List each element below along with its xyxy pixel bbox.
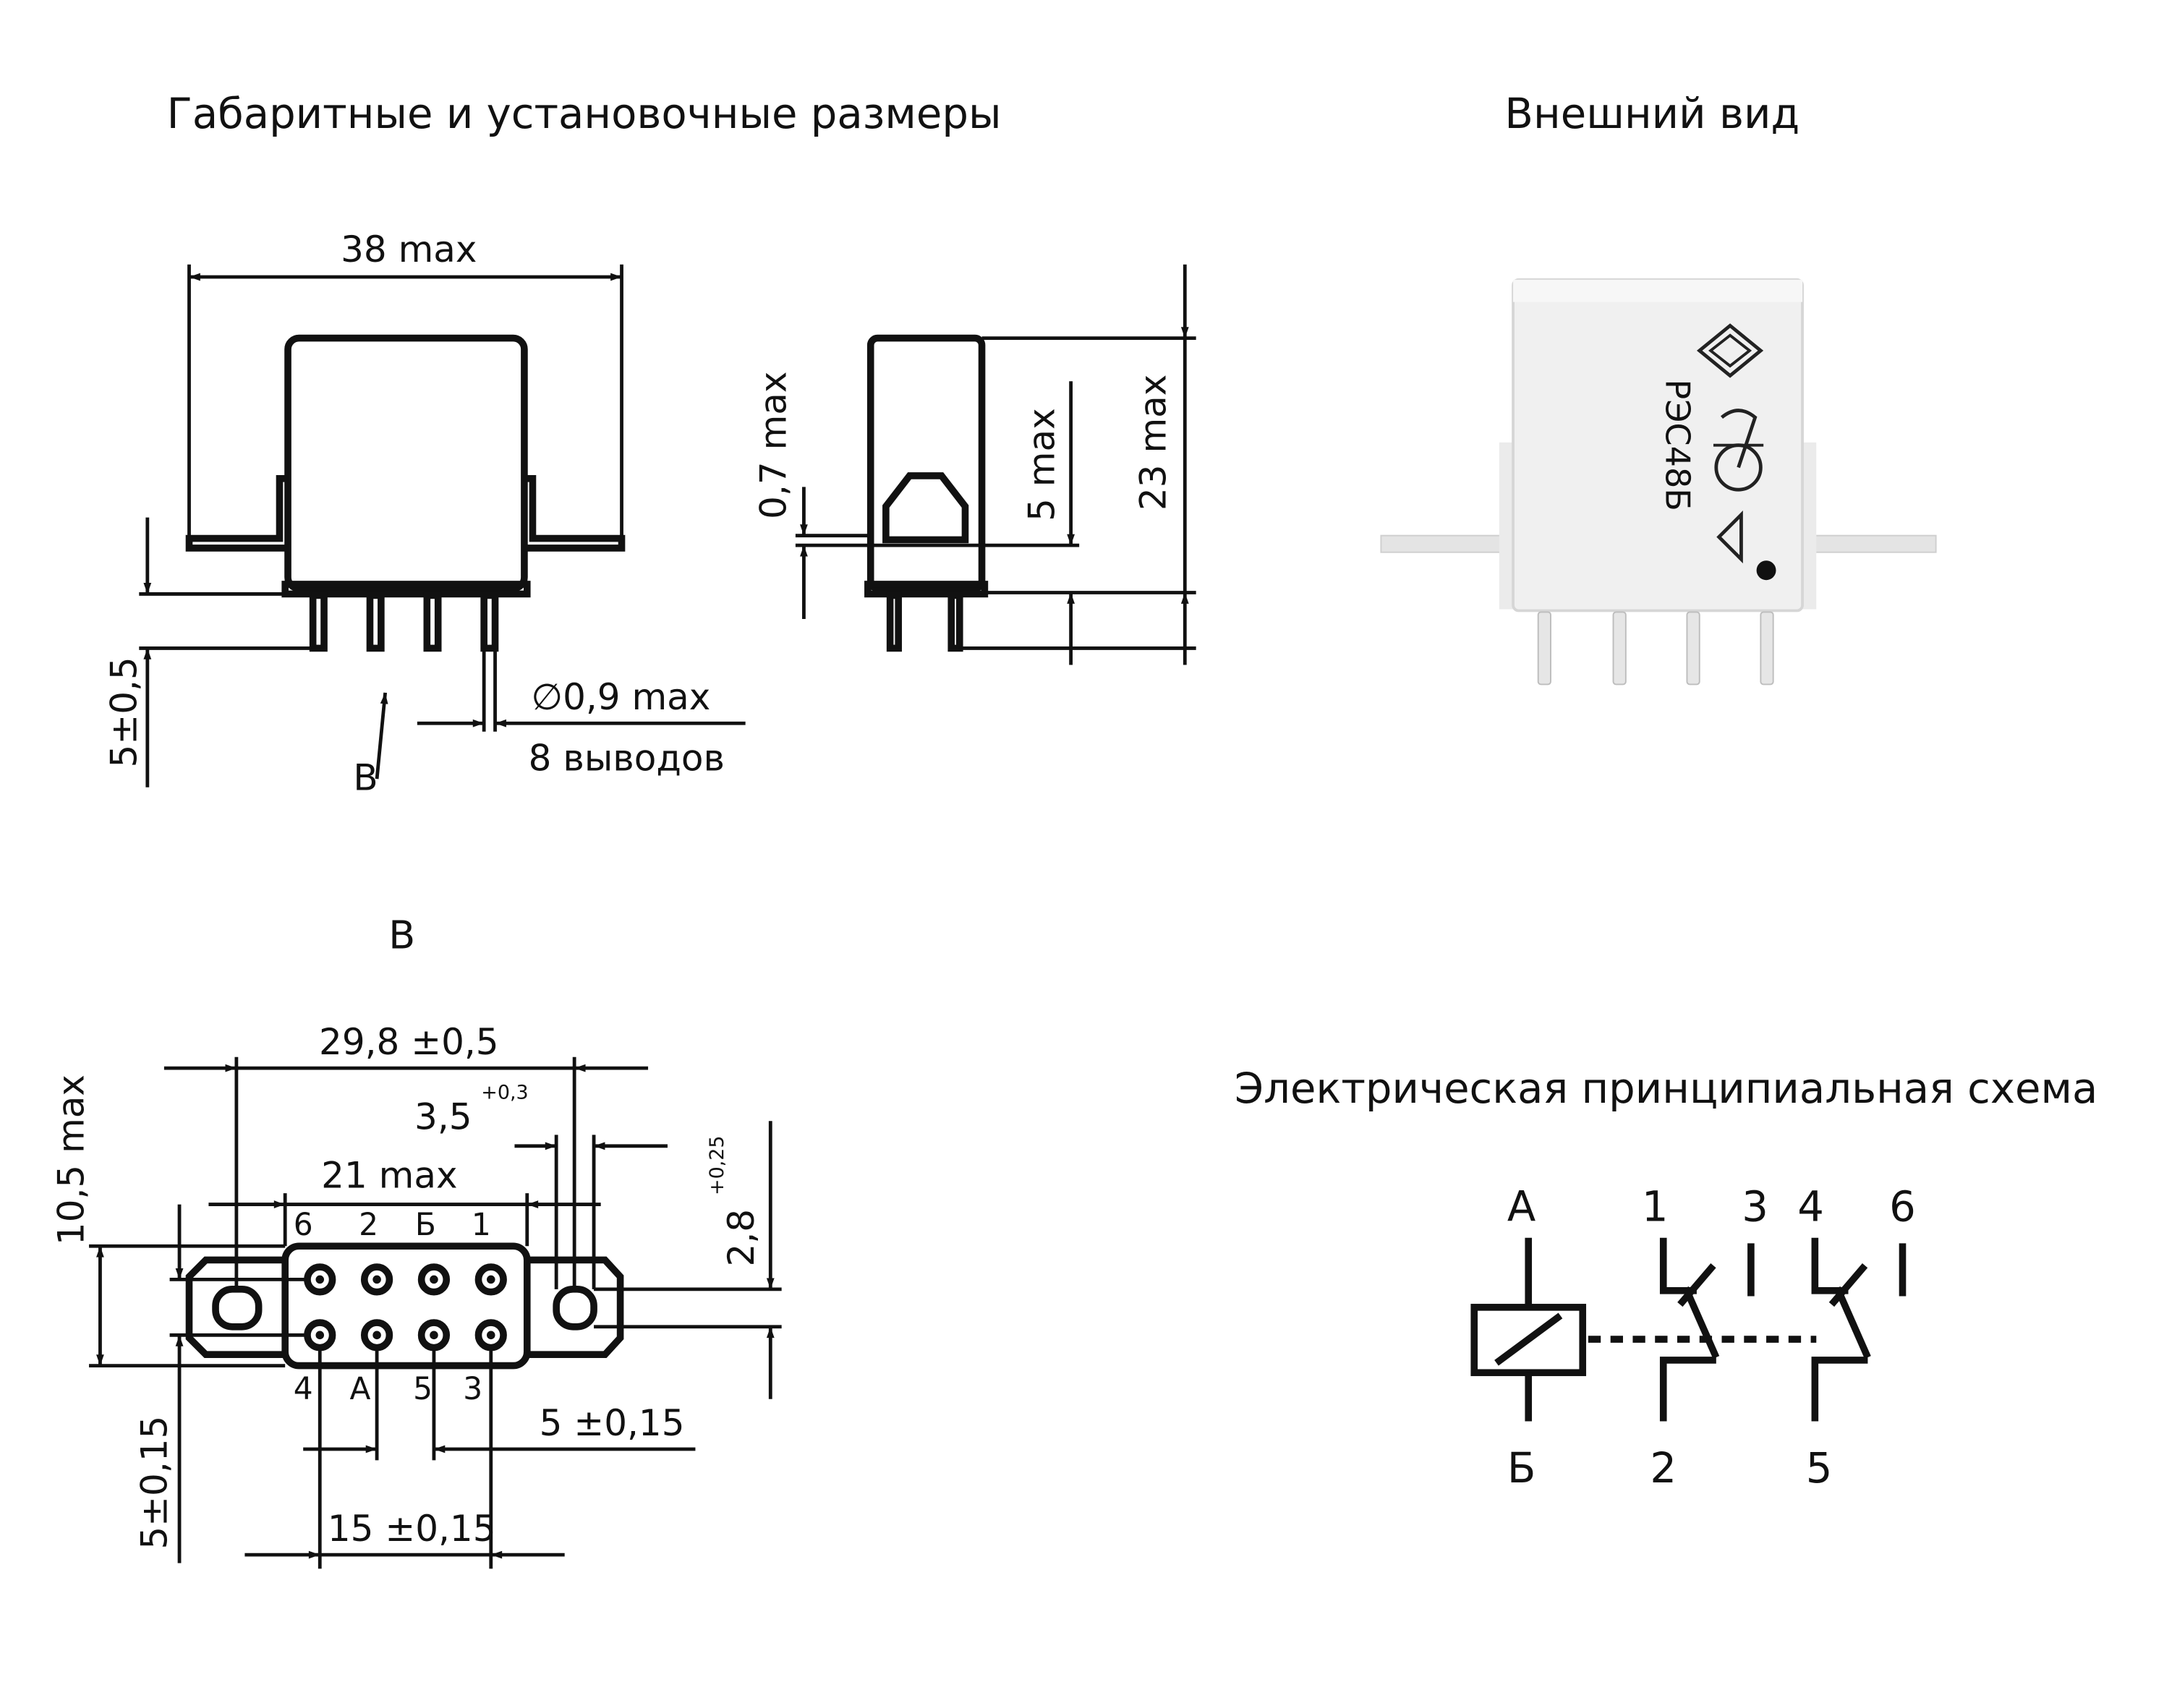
- coil-label-top: А: [1507, 1182, 1535, 1231]
- title-schematic: Электрическая принципиальная схема: [1235, 1064, 2097, 1113]
- key-dot-icon: [1756, 560, 1776, 581]
- pin-label: 4: [294, 1371, 313, 1406]
- dim-width: 38 max: [341, 229, 477, 270]
- dim-mount-span: 29,8 ±0,5: [319, 1021, 499, 1063]
- product-marking: РЭС48Б: [1658, 379, 1697, 511]
- pin-holes: [304, 1263, 507, 1352]
- contact-2-label: 2: [1650, 1443, 1677, 1493]
- front-view: 38 max 5±0,5 ∅0,9 max 8 выводов В: [103, 229, 746, 799]
- quality-logo-icon: [1713, 409, 1764, 492]
- title-appearance: Внешний вид: [1504, 89, 1799, 138]
- dim-pin-span: 15 ±0,15: [328, 1508, 496, 1550]
- dim-height: 23 max: [1132, 375, 1174, 511]
- view-arrow-label: В: [353, 757, 378, 799]
- contact-3-label: 3: [1742, 1182, 1768, 1231]
- dim-hole-offset: 3,5: [414, 1096, 472, 1138]
- pin-label: 3: [463, 1371, 482, 1406]
- dim-pin-length: 5±0,5: [103, 657, 145, 767]
- coil-label-bottom: Б: [1507, 1443, 1536, 1493]
- dim-pin-count: 8 выводов: [529, 738, 725, 780]
- side-view: 0,7 max 5 max 23 max: [752, 264, 1196, 665]
- dim-pin-pitch: 5 ±0,15: [540, 1402, 685, 1444]
- triangle-mark-icon: [1716, 511, 1743, 564]
- bottom-view-title: В: [388, 913, 415, 958]
- contact-4-label: 4: [1797, 1182, 1824, 1231]
- pin-label: Б: [415, 1207, 436, 1242]
- pin-label: 2: [359, 1207, 378, 1242]
- contact-group-1: 1 3 2: [1642, 1182, 1768, 1493]
- dim-row-offset: 5±0,15: [134, 1416, 176, 1550]
- dim-bracket: 5 max: [1021, 408, 1063, 521]
- dim-pin-diameter: ∅0,9 max: [532, 676, 711, 718]
- dim-total-height: 10,5 max: [50, 1075, 92, 1245]
- product-picture: РЭС48Б: [1380, 278, 1937, 686]
- dim-hole-dia: 2,8: [720, 1209, 762, 1266]
- contact-5-label: 5: [1806, 1443, 1833, 1493]
- pin-label: 1: [472, 1207, 491, 1242]
- pin-label: 6: [294, 1207, 313, 1242]
- contact-1-label: 1: [1642, 1182, 1669, 1231]
- bottom-view: В 6 2 Б 1 4 А 5 3 29,8: [50, 913, 782, 1569]
- contact-group-2: 4 6 5: [1797, 1182, 1916, 1493]
- diamond-mark-icon: [1696, 323, 1764, 378]
- dim-gap: 0,7 max: [752, 372, 794, 519]
- contact-6-label: 6: [1889, 1182, 1916, 1231]
- schematic: А Б 1 3 2 4 6 5: [1470, 1182, 1916, 1493]
- title-dimensions: Габаритные и установочные размеры: [167, 89, 1002, 138]
- dim-hole-offset-tol: +0,3: [481, 1081, 528, 1103]
- pin-label: 5: [413, 1371, 433, 1406]
- pin-label: А: [350, 1371, 371, 1406]
- dim-body-width: 21 max: [321, 1154, 457, 1196]
- dim-hole-dia-tol: +0,25: [706, 1135, 728, 1195]
